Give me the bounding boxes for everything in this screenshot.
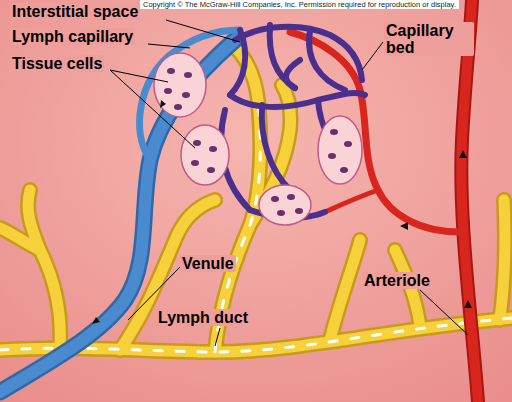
venule-vessel — [0, 30, 240, 392]
flow-arrows — [92, 100, 472, 324]
part-label: Tissue cells — [10, 55, 104, 72]
arteriole-vessel — [290, 0, 478, 402]
lymph-vessels — [0, 45, 512, 352]
part-label: Interstitial space — [10, 3, 140, 20]
part-label: Lymph capillary — [10, 28, 135, 45]
part-label: Capillary bed — [384, 22, 474, 56]
part-label: Arteriole — [362, 272, 432, 289]
part-label: Lymph duct — [156, 309, 250, 326]
copyright-note: Copyright © The McGraw-Hill Companies, I… — [140, 0, 459, 9]
leader-lines — [110, 20, 468, 346]
part-label: Venule — [180, 255, 236, 272]
